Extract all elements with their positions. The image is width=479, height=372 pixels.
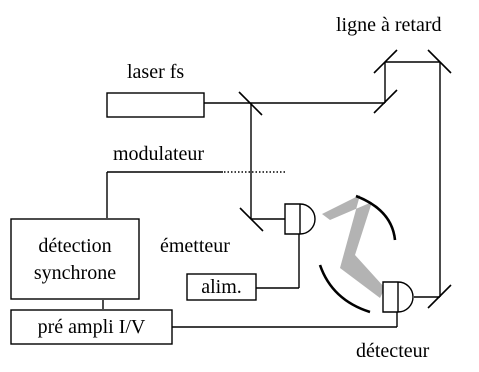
- parabolic-mirror-upper: [355, 194, 397, 241]
- preamp-box: [10, 309, 173, 345]
- delay-line-label: ligne à retard: [336, 14, 442, 36]
- delay-mirror-4: [427, 284, 452, 309]
- laser-label: laser fs: [127, 61, 185, 83]
- beam-paths: [102, 61, 441, 328]
- power-supply-label: alim.: [201, 276, 242, 298]
- mirrors: [238, 49, 452, 309]
- delay-mirror-2: [373, 49, 398, 74]
- detector-label: détecteur: [356, 340, 430, 362]
- delay-mirror-3: [427, 49, 452, 74]
- modulator-label: modulateur: [113, 143, 205, 165]
- detector-antenna: [382, 281, 414, 313]
- lockin-box: [10, 218, 140, 300]
- beamsplitter-mirror: [238, 91, 263, 116]
- parabolic-mirror-lower: [318, 264, 371, 314]
- lockin-label-line2: synchrone: [33, 262, 117, 284]
- power-supply-box: [186, 273, 257, 301]
- delay-mirror-1: [373, 89, 398, 114]
- emitter-antenna: [284, 203, 316, 235]
- preamp-label: pré ampli I/V: [37, 316, 146, 338]
- laser-box: [106, 92, 205, 118]
- lockin-label-line1: détection: [38, 235, 112, 257]
- emitter-mirror: [239, 207, 264, 232]
- thz-beam: [322, 195, 385, 298]
- emitter-label: émetteur: [160, 235, 230, 257]
